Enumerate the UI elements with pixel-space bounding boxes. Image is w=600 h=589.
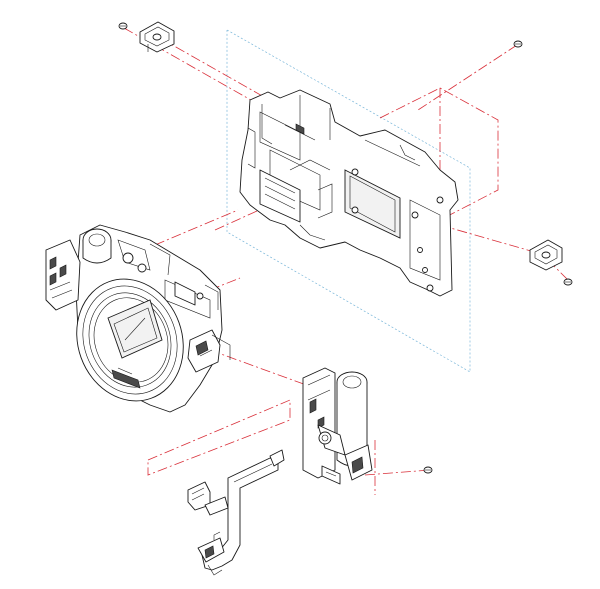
bracket-top: [139, 21, 175, 53]
main-chassis-frame: [239, 89, 459, 297]
guide-mirror-box-top: [154, 209, 239, 246]
side-circuit-board: [45, 239, 81, 311]
motor: [82, 228, 112, 264]
mirror-box-assembly: [45, 224, 231, 413]
screw-top-left: [118, 22, 128, 30]
guide-screw-bottom: [364, 469, 431, 476]
guide-strobe-unit: [209, 349, 321, 391]
mirror: [107, 299, 163, 359]
flex-cable: [187, 449, 285, 576]
bracket-right: [529, 239, 563, 271]
guide-flex-box: [147, 399, 291, 476]
guide-bracket-right: [439, 224, 546, 256]
strobe-capacitor-unit: [302, 367, 373, 485]
screw-top-right: [513, 40, 523, 48]
guide-bracket-top: [159, 37, 281, 107]
screw-bottom: [423, 466, 433, 474]
guide-box-right: [379, 87, 499, 221]
screw-right: [563, 278, 573, 286]
guide-screw-top-right: [417, 44, 518, 111]
